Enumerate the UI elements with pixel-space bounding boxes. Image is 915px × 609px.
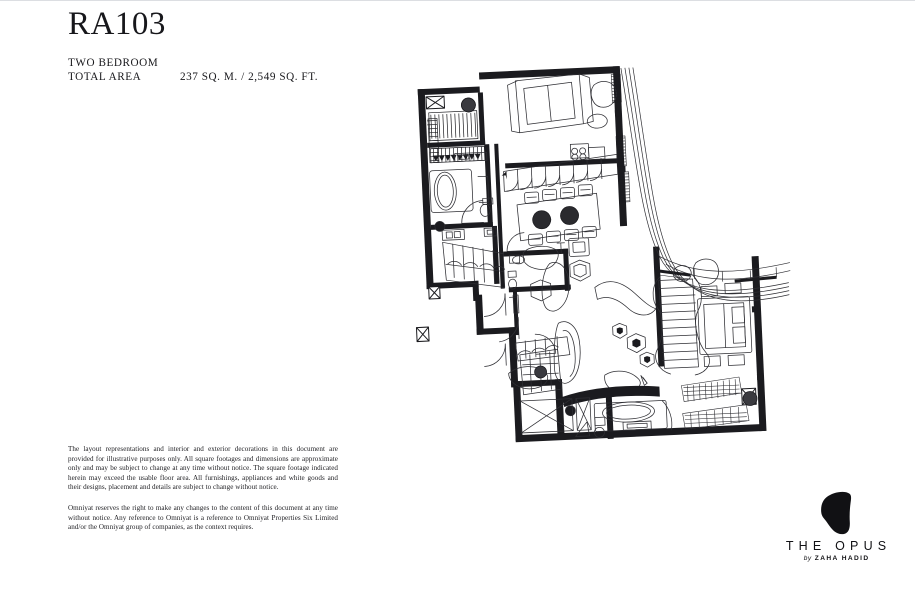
- logo-by-word: by: [803, 555, 812, 562]
- exterior-walls: [417, 66, 767, 443]
- disclaimer-paragraph-2: Omniyat reserves the right to make any c…: [68, 503, 338, 532]
- living-sofa-top: [507, 73, 617, 134]
- guest-bathroom: [441, 227, 497, 241]
- disclaimer-block: The layout representations and interior …: [68, 445, 338, 533]
- second-bedroom: [672, 258, 758, 430]
- bedroom-type-row: TWO BEDROOM: [68, 56, 398, 71]
- living-furniture: [508, 237, 657, 393]
- master-bedroom-lower: [561, 385, 673, 437]
- master-bathroom: [429, 151, 494, 232]
- header-block: RA103 TWO BEDROOM TOTAL AREA 237 SQ. M. …: [68, 7, 398, 85]
- lower-wardrobe: [514, 336, 571, 362]
- balcony-railing: [620, 67, 791, 302]
- dining-set: [516, 184, 601, 246]
- floorplan-container: [405, 51, 805, 526]
- bedroom-type-label: TWO BEDROOM: [68, 56, 159, 69]
- brand-logo: THE OPUS by ZAHA HADID: [770, 491, 902, 562]
- entry-hall: [484, 254, 525, 343]
- total-area-value: 237 SQ. M. / 2,549 SQ. FT.: [180, 71, 319, 84]
- total-area-row: TOTAL AREA 237 SQ. M. / 2,549 SQ. FT.: [68, 70, 398, 85]
- disclaimer-paragraph-1: The layout representations and interior …: [68, 445, 338, 492]
- service-shaft-riser: [415, 95, 757, 406]
- opus-blob-icon: [821, 491, 852, 535]
- lower-bathroom: [519, 348, 606, 438]
- logo-architect-name: ZAHA HADID: [814, 555, 870, 562]
- total-area-label: TOTAL AREA: [68, 71, 142, 84]
- screen-hatching: [610, 73, 777, 283]
- ra103-floor-plan: [415, 66, 791, 443]
- page-title: RA103: [68, 6, 166, 42]
- logo-architect-line: by ZAHA HADID: [770, 555, 902, 562]
- unit-meta: TWO BEDROOM TOTAL AREA 237 SQ. M. / 2,54…: [68, 56, 398, 85]
- logo-wordmark: THE OPUS: [785, 539, 892, 553]
- structural-markers: [614, 110, 764, 381]
- second-wardrobe: [442, 241, 506, 288]
